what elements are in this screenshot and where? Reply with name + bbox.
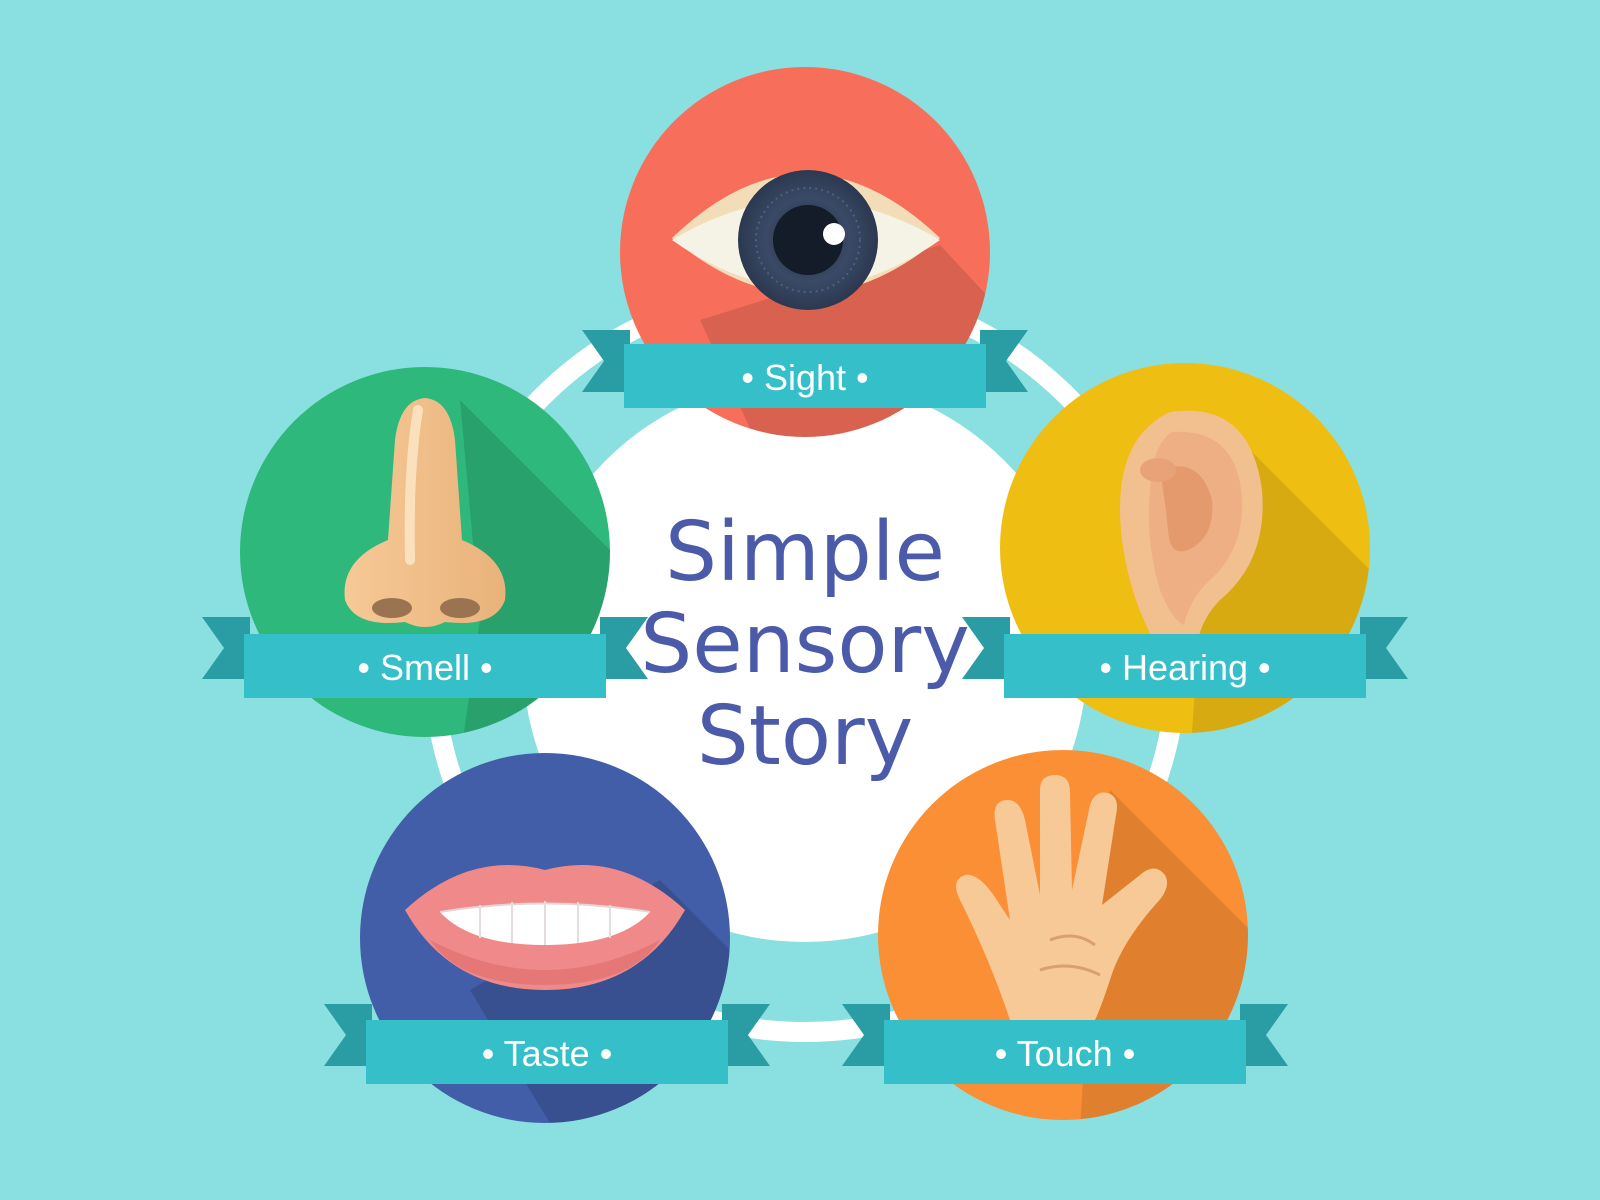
ribbon-taste bbox=[324, 1004, 770, 1084]
title-line-1: Simple bbox=[665, 505, 945, 600]
touch-label: • Touch • bbox=[995, 1033, 1136, 1074]
ribbon-smell bbox=[202, 617, 648, 698]
hearing-label: • Hearing • bbox=[1099, 647, 1270, 688]
ear-icon bbox=[1120, 410, 1263, 660]
mouth-icon bbox=[405, 865, 685, 990]
nose-icon bbox=[344, 398, 506, 627]
hand-icon bbox=[956, 775, 1168, 1020]
eye-icon bbox=[672, 170, 940, 310]
sight-label: • Sight • bbox=[741, 357, 868, 398]
ribbon-touch bbox=[842, 1004, 1288, 1084]
ribbon-sight bbox=[582, 330, 1028, 408]
title-line-3: Story bbox=[697, 689, 914, 784]
smell-label: • Smell • bbox=[357, 647, 492, 688]
center-title: Simple Sensory Story bbox=[640, 505, 970, 784]
title-line-2: Sensory bbox=[640, 597, 970, 692]
sense-sight bbox=[620, 67, 990, 437]
taste-label: • Taste • bbox=[482, 1033, 613, 1074]
ribbon-hearing bbox=[962, 617, 1408, 698]
